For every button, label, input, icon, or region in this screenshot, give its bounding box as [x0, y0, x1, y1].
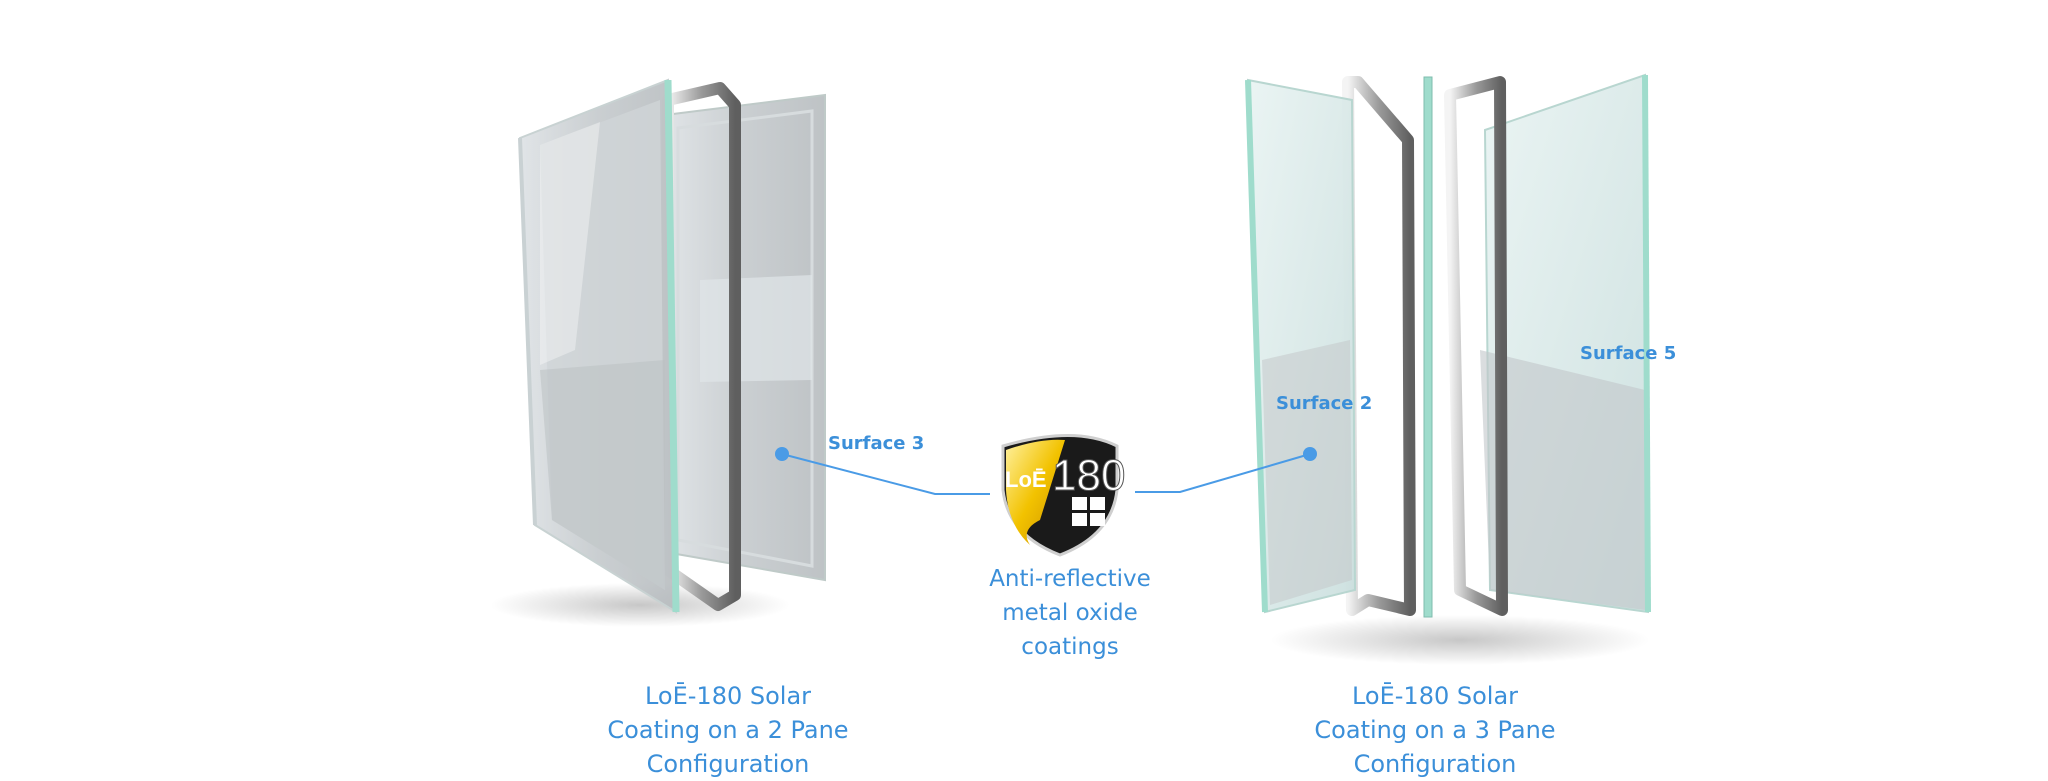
callout-line-surface-3 [775, 447, 990, 495]
three-pane-glass-illustration [1245, 73, 1651, 665]
loe-180-badge-logo: LoĒ 180 [1001, 434, 1126, 557]
callout-line-surface-2 [1135, 447, 1317, 493]
badge-logo-number: 180 [1052, 451, 1125, 500]
badge-logo-prefix: LoĒ [1005, 467, 1047, 492]
caption-line: Configuration [1353, 750, 1517, 778]
badge-description-line: coatings [1021, 634, 1119, 660]
caption-line: Coating on a 3 Pane [1314, 716, 1556, 744]
three-pane-caption: LoĒ-180 Solar Coating on a 3 Pane Config… [1285, 679, 1585, 781]
window-grid-icon [1072, 497, 1105, 526]
caption-line: Configuration [646, 750, 810, 778]
caption-line: LoĒ-180 Solar [1351, 682, 1519, 710]
caption-line: Coating on a 2 Pane [607, 716, 849, 744]
two-pane-caption: LoĒ-180 Solar Coating on a 2 Pane Config… [578, 679, 878, 781]
surface-5-label: Surface 5 [1580, 343, 1677, 364]
badge-description: Anti-reflective metal oxide coatings [960, 562, 1180, 664]
caption-line: LoĒ-180 Solar [644, 682, 812, 710]
badge-description-line: metal oxide [1002, 600, 1138, 626]
surface-3-label: Surface 3 [828, 433, 925, 454]
surface-2-label: Surface 2 [1276, 393, 1373, 414]
badge-description-line: Anti-reflective [989, 566, 1151, 592]
two-pane-glass-illustration [490, 78, 826, 627]
